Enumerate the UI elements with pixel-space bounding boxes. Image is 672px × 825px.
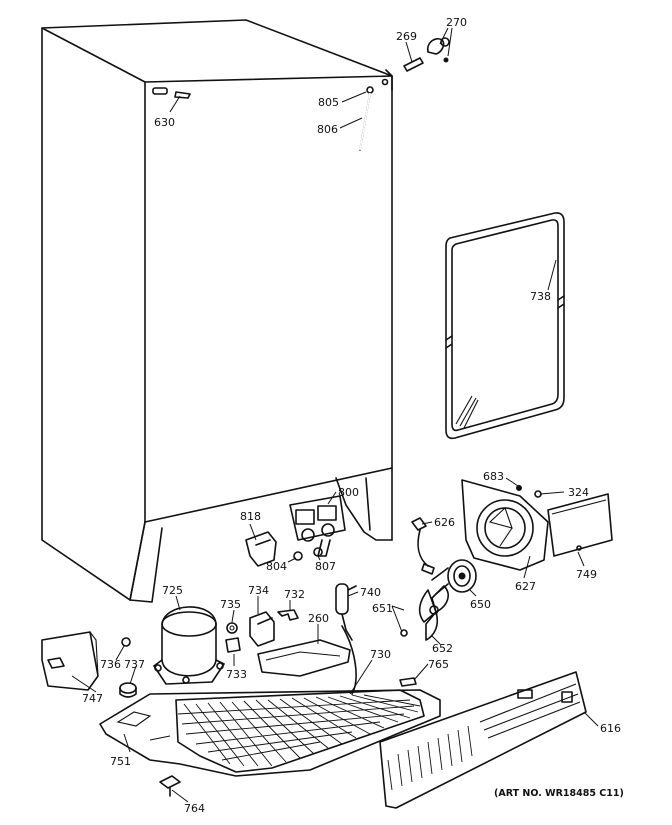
callout-749: 749 [576, 568, 597, 581]
leader-lines [71, 27, 599, 803]
callout-651: 651 [372, 602, 393, 615]
capacitor [335, 583, 357, 641]
cabinet [41, 19, 393, 603]
grille [379, 671, 587, 809]
screws [119, 637, 137, 698]
water-valve-assembly [245, 495, 346, 567]
callout-751: 751 [110, 755, 131, 768]
cover-plate [547, 493, 613, 557]
relay-parts [225, 609, 299, 653]
callout-732: 732 [284, 588, 305, 601]
fan-blade [400, 585, 449, 641]
fan-motor [431, 559, 477, 595]
art-number: (ART NO. WR18485 C11) [494, 788, 624, 799]
callout-804: 804 [266, 560, 287, 573]
callout-626: 626 [434, 516, 455, 529]
callout-818: 818 [240, 510, 261, 523]
callout-764: 764 [184, 802, 205, 815]
callout-730: 730 [370, 648, 391, 661]
callout-807: 807 [315, 560, 336, 573]
callout-737: 737 [124, 658, 145, 671]
base-pan [99, 689, 441, 777]
callout-740: 740 [360, 586, 381, 599]
callout-735: 735 [220, 598, 241, 611]
clip [399, 677, 417, 687]
callout-806: 806 [317, 123, 338, 136]
leveling-leg [159, 775, 181, 797]
callout-738: 738 [530, 290, 551, 303]
callout-733: 733 [226, 668, 247, 681]
callout-747: 747 [82, 692, 103, 705]
wire-harness [411, 517, 435, 575]
callouts: 269 270 630 805 806 738 683 324 800 818 … [82, 16, 624, 815]
callout-627: 627 [515, 580, 536, 593]
callout-805: 805 [318, 96, 339, 109]
callout-630: 630 [154, 116, 175, 129]
callout-736: 736 [100, 658, 121, 671]
callout-683: 683 [483, 470, 504, 483]
callout-725: 725 [162, 584, 183, 597]
terminal-cover [41, 631, 99, 691]
fan-shroud [461, 479, 549, 571]
callout-270: 270 [446, 16, 467, 29]
callout-260: 260 [308, 612, 329, 625]
callout-616: 616 [600, 722, 621, 735]
callout-734: 734 [248, 584, 269, 597]
callout-765: 765 [428, 658, 449, 671]
callout-269: 269 [396, 30, 417, 43]
callout-650: 650 [470, 598, 491, 611]
callout-652: 652 [432, 642, 453, 655]
callout-800: 800 [338, 486, 359, 499]
door-gasket [445, 212, 565, 440]
compressor [153, 606, 225, 685]
callout-324: 324 [568, 486, 589, 499]
condenser-coil [175, 625, 425, 773]
